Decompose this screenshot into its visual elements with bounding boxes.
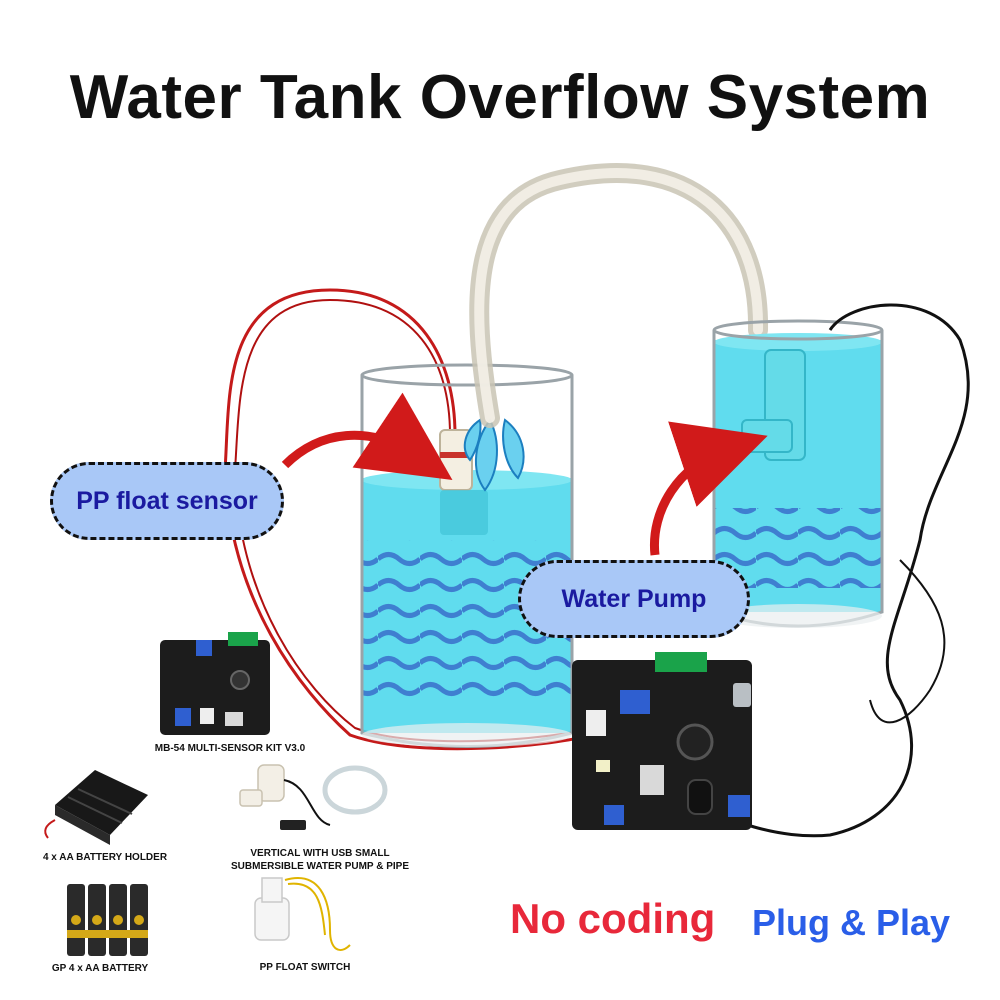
arrow-to-float bbox=[281, 392, 453, 480]
left-tank bbox=[360, 363, 574, 748]
submersible-pump-icon bbox=[239, 764, 388, 830]
controller-board-icon bbox=[572, 652, 752, 830]
caption-float-switch: PP FLOAT SWITCH bbox=[259, 962, 351, 973]
float-switch-icon bbox=[254, 877, 351, 951]
page-title: Water Tank Overflow System bbox=[69, 63, 931, 132]
float-sensor-label: PP float sensor bbox=[50, 462, 284, 540]
no-coding-text: No coding bbox=[510, 895, 716, 942]
aa-battery-icon bbox=[67, 884, 148, 956]
multi-sensor-kit-icon bbox=[160, 632, 270, 735]
plug-and-play-text: Plug & Play bbox=[752, 902, 951, 943]
caption-multi-sensor-kit: MB-54 MULTI-SENSOR KIT V3.0 bbox=[154, 743, 306, 754]
pump-cable bbox=[698, 303, 970, 838]
water-splash-icon bbox=[463, 418, 525, 492]
caption-battery-holder: 4 x AA BATTERY HOLDER bbox=[42, 852, 168, 863]
battery-holder-icon bbox=[44, 770, 148, 845]
caption-water-pump: VERTICAL WITH USB SMALL SUBMERSIBLE WATE… bbox=[231, 848, 409, 872]
caption-aa-battery: GP 4 x AA BATTERY bbox=[51, 963, 149, 974]
arrow-to-pump bbox=[649, 421, 768, 556]
right-tank bbox=[712, 319, 884, 628]
water-pump-label: Water Pump bbox=[518, 560, 750, 638]
